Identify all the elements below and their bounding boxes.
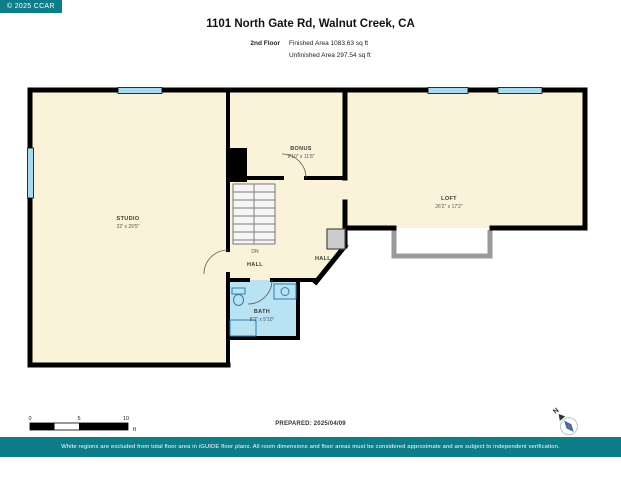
compass-arrowhead <box>558 414 566 421</box>
compass-north-label: N <box>552 407 560 416</box>
closet <box>326 228 346 250</box>
floor-label: 2nd Floor <box>250 40 280 47</box>
copyright-badge: © 2025 CCAR <box>0 0 62 13</box>
disclaimer-bar: White regions are excluded from total fl… <box>0 437 621 457</box>
finished-area: Finished Area 1083.63 sq ft <box>288 40 369 47</box>
studio-label: STUDIO <box>117 216 140 222</box>
floor-summary: 2nd Floor Finished Area 1083.63 sq ft Un… <box>0 40 621 59</box>
loft-label: LOFT <box>441 196 457 202</box>
page-title: 1101 North Gate Rd, Walnut Creek, CA <box>206 18 415 30</box>
bath-fixtures <box>229 283 297 337</box>
stairs <box>232 183 276 245</box>
window <box>27 147 34 199</box>
window <box>497 87 543 94</box>
studio-room <box>30 90 228 365</box>
compass: N <box>552 407 578 436</box>
scale-tick-0: 0 <box>28 416 31 422</box>
bath-dims: 8'2" x 5'10" <box>250 317 275 323</box>
unfinished-area: Unfinished Area 297.54 sq ft <box>288 52 371 59</box>
bath-room <box>228 280 298 338</box>
compass-pivot <box>567 424 571 428</box>
scale-tick-10: 10 <box>123 416 129 422</box>
hall-right-label: HALL <box>315 256 331 262</box>
bath-label: BATH <box>254 309 270 315</box>
prepared-date: PREPARED: 2025/04/09 <box>275 421 346 427</box>
bonus-label: BONUS <box>290 146 312 152</box>
window <box>117 87 163 94</box>
floor-plan-drawing: STUDIO 22' x 29'5" BONUS 9'10" x 11'8" L… <box>27 87 588 368</box>
scale-unit: ft <box>133 427 137 433</box>
area-summary: Finished Area 1083.63 sq ft Unfinished A… <box>289 40 371 59</box>
studio-dims: 22' x 29'5" <box>117 224 140 230</box>
hall-area <box>228 246 316 280</box>
windows <box>27 87 543 199</box>
scale-bar: 0 5 10 ft <box>28 416 136 433</box>
loft-room <box>345 90 585 228</box>
stairs-dn-label: DN <box>251 249 259 255</box>
scale-tick-5: 5 <box>77 416 80 422</box>
shaft-block <box>228 148 247 182</box>
door-arcs <box>203 153 307 305</box>
exterior-walls <box>27 87 588 368</box>
loft-dims: 26'2" x 17'2" <box>435 204 463 210</box>
hall-left-label: HALL <box>247 262 263 268</box>
disclaimer-text: White regions are excluded from total fl… <box>61 444 560 450</box>
bonus-dims: 9'10" x 11'8" <box>287 154 314 160</box>
open-to-below-edge <box>391 230 493 259</box>
window <box>427 87 469 94</box>
